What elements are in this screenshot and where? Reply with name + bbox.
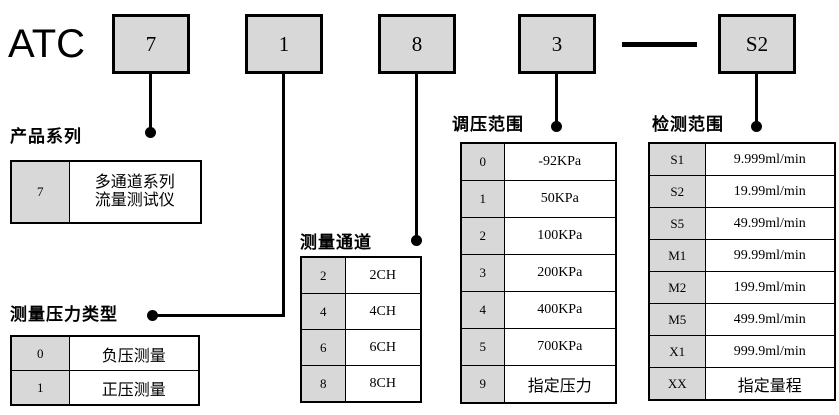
cell-key: 8 [300,365,346,403]
table-product-series: 7 多通道系列 流量测试仪 [10,160,202,224]
code-box-product-series[interactable]: 7 [112,14,190,74]
cell-key: S2 [648,175,706,208]
heading-product-series: 产品系列 [10,127,82,146]
cell-value: 400KPa [503,291,617,329]
cell-value: 100KPa [503,217,617,255]
table-row: S1 9.999ml/min [648,142,836,176]
cell-value: 6CH [344,329,422,366]
cell-key: M2 [648,271,706,304]
cell-value: 700KPa [503,328,617,366]
table-detection-range: S1 9.999ml/min S2 19.99ml/min S5 49.99ml… [648,142,836,401]
cell-key: M1 [648,239,706,272]
table-row: 1 正压测量 [10,370,200,406]
leader-line-detection-range [755,74,758,126]
leader-line-measurement-channel [415,74,418,240]
separator-dash [622,42,697,47]
leader-dot-pressure-type [147,310,158,321]
table-row: M1 99.99ml/min [648,239,836,272]
cell-key: 6 [300,329,346,366]
cell-value: 999.9ml/min [704,335,836,368]
table-pressure-range: 0 -92KPa 1 50KPa 2 100KPa 3 200KPa 4 400… [460,142,617,404]
table-row: M2 199.9ml/min [648,271,836,304]
cell-value-line-1: 多通道系列 [94,173,175,191]
cell-value: 负压测量 [68,335,200,371]
cell-value: 50KPa [503,180,617,218]
cell-key: X1 [648,335,706,368]
cell-key: S5 [648,207,706,240]
leader-dot-measurement-channel [411,235,422,246]
leader-dot-detection-range [751,121,762,132]
heading-detection-range: 检测范围 [652,115,724,134]
cell-value: 199.9ml/min [704,271,836,304]
cell-value: 19.99ml/min [704,175,836,208]
cell-key: 7 [10,160,70,224]
cell-key: 2 [300,256,346,294]
table-row: 0 -92KPa [460,142,617,181]
table-row: 7 多通道系列 流量测试仪 [10,160,202,224]
cell-value: -92KPa [503,142,617,181]
table-row: 8 8CH [300,365,422,403]
leader-dot-product-series [145,127,156,138]
table-row: 3 200KPa [460,254,617,292]
cell-key: 2 [460,217,505,255]
table-row: M5 499.9ml/min [648,303,836,336]
cell-value: 9.999ml/min [704,142,836,176]
code-box-pressure-range[interactable]: 3 [518,14,596,74]
code-box-pressure-type[interactable]: 1 [245,14,323,74]
cell-value: 200KPa [503,254,617,292]
cell-key: XX [648,367,706,401]
cell-value: 多通道系列 流量测试仪 [68,160,202,224]
cell-key: 0 [460,142,505,181]
cell-key: 5 [460,328,505,366]
brand-label: ATC [8,22,86,66]
cell-value: 正压测量 [68,370,200,406]
table-row: 4 400KPa [460,291,617,329]
cell-value: 99.99ml/min [704,239,836,272]
cell-value: 指定压力 [503,365,617,404]
table-pressure-type: 0 负压测量 1 正压测量 [10,335,200,406]
table-measurement-channel: 2 2CH 4 4CH 6 6CH 8 8CH [300,256,422,403]
cell-value: 4CH [344,293,422,330]
table-row: 5 700KPa [460,328,617,366]
table-row: S5 49.99ml/min [648,207,836,240]
cell-value: 49.99ml/min [704,207,836,240]
cell-key: M5 [648,303,706,336]
leader-line-pressure-type-vertical [282,74,285,317]
table-row: XX 指定量程 [648,367,836,401]
cell-key: 4 [460,291,505,329]
table-row: X1 999.9ml/min [648,335,836,368]
leader-line-product-series [149,74,152,132]
cell-key: 9 [460,365,505,404]
code-box-measurement-channel[interactable]: 8 [378,14,456,74]
table-row: 6 6CH [300,329,422,366]
leader-dot-pressure-range [551,121,562,132]
leader-line-pressure-type-horizontal [152,314,285,317]
cell-key: 1 [10,370,70,406]
table-row: 9 指定压力 [460,365,617,404]
table-row: 2 2CH [300,256,422,294]
cell-key: 3 [460,254,505,292]
cell-key: 4 [300,293,346,330]
table-row: 2 100KPa [460,217,617,255]
cell-key: 1 [460,180,505,218]
heading-pressure-range: 调压范围 [452,115,524,134]
heading-measurement-channel: 测量通道 [300,233,372,252]
cell-key: S1 [648,142,706,176]
table-row: 0 负压测量 [10,335,200,371]
cell-value: 8CH [344,365,422,403]
cell-value: 2CH [344,256,422,294]
cell-key: 0 [10,335,70,371]
cell-value-line-2: 流量测试仪 [94,192,175,209]
heading-pressure-type: 测量压力类型 [10,305,118,324]
table-row: 1 50KPa [460,180,617,218]
cell-value: 指定量程 [704,367,836,401]
cell-value: 499.9ml/min [704,303,836,336]
code-box-detection-range[interactable]: S2 [718,14,796,74]
table-row: 4 4CH [300,293,422,330]
table-row: S2 19.99ml/min [648,175,836,208]
leader-line-pressure-range [555,74,558,126]
